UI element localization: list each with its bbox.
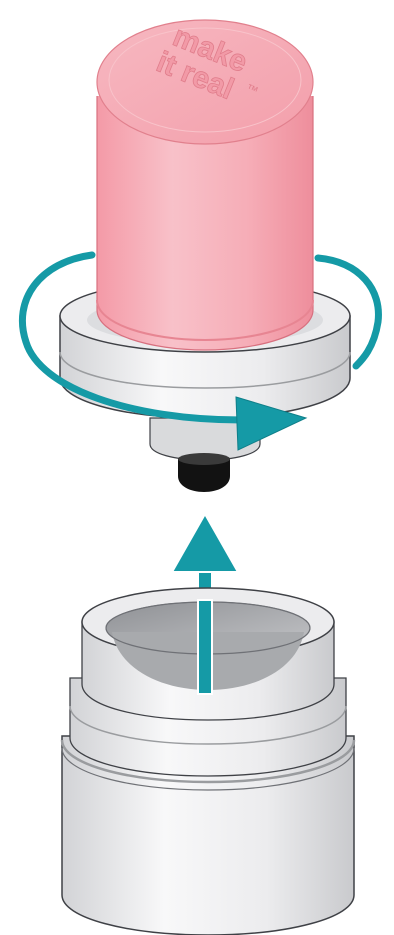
insert-arrow-shaft-front xyxy=(198,600,212,694)
pink-cap: make it real ™ xyxy=(97,18,313,350)
